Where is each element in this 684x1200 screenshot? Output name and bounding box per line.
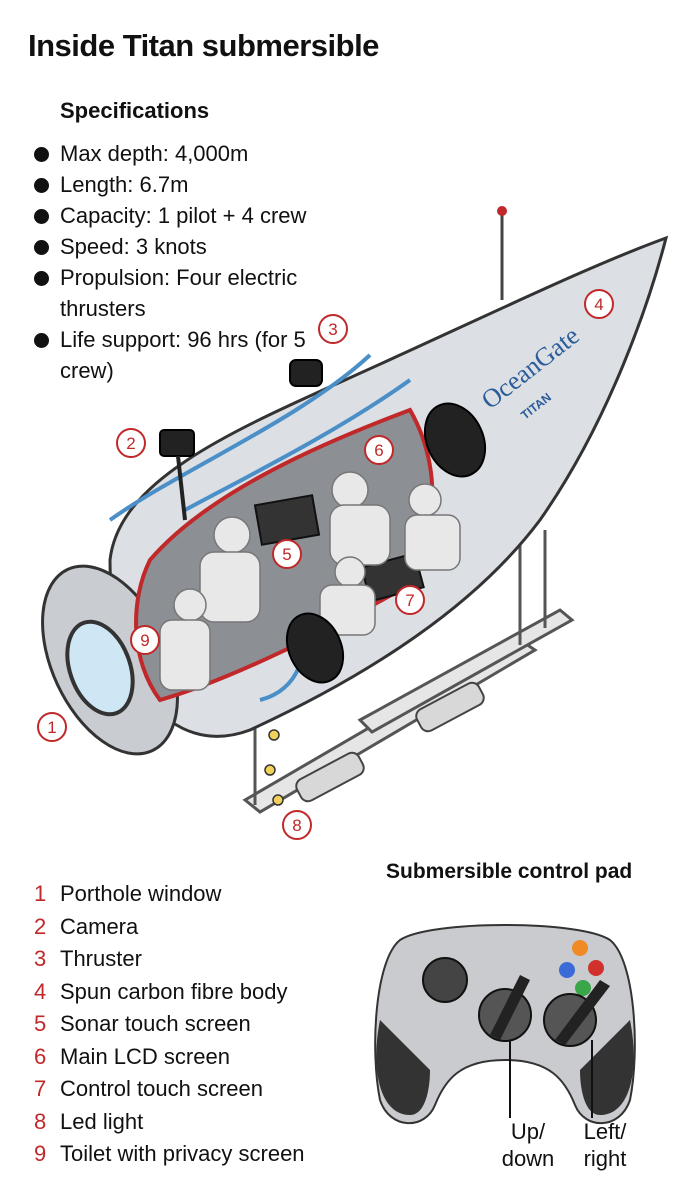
spec-item: Propulsion: Four electric thrusters bbox=[34, 262, 370, 324]
svg-text:2: 2 bbox=[126, 434, 135, 453]
svg-text:8: 8 bbox=[292, 816, 301, 835]
spec-item: Speed: 3 knots bbox=[34, 231, 364, 262]
skid-weights bbox=[295, 681, 485, 803]
svg-text:3: 3 bbox=[328, 320, 337, 339]
callout-7: 7 bbox=[395, 585, 425, 615]
callout-8: 8 bbox=[282, 810, 312, 840]
svg-text:9: 9 bbox=[140, 631, 149, 650]
spec-item: Max depth: 4,000m bbox=[34, 138, 364, 169]
gamepad-grip-right bbox=[580, 1020, 634, 1115]
left-right-label: Left/ right bbox=[583, 1119, 627, 1171]
callout-2: 2 bbox=[116, 428, 146, 458]
callout-1: 1 bbox=[37, 712, 67, 742]
submersible-diagram: OceanGate TITAN 1 2 3 4 5 6 7 8 9 bbox=[37, 206, 669, 840]
spec-item: Capacity: 1 pilot + 4 crew bbox=[34, 200, 364, 231]
specifications-heading: Specifications bbox=[60, 98, 210, 123]
dpad-icon bbox=[422, 957, 468, 1003]
page-title: Inside Titan submersible bbox=[28, 28, 379, 63]
bullet-icon bbox=[34, 271, 49, 286]
thruster-units bbox=[285, 359, 487, 684]
control-pad-heading: Submersible control pad bbox=[386, 860, 633, 883]
crew-figures bbox=[159, 471, 461, 691]
spec-item: Life support: 96 hrs (for 5 crew) bbox=[34, 324, 320, 386]
specifications-list: Max depth: 4,000m Length: 6.7m Capacity:… bbox=[34, 138, 364, 386]
callout-3: 3 bbox=[318, 314, 348, 344]
svg-text:5: 5 bbox=[282, 545, 291, 564]
button-green-icon bbox=[575, 980, 591, 996]
button-red-icon bbox=[588, 960, 604, 976]
led-lights bbox=[264, 729, 284, 806]
callout-4: 4 bbox=[584, 289, 614, 319]
callout-5: 5 bbox=[272, 539, 302, 569]
bullet-icon bbox=[34, 209, 49, 224]
left-stick-shaft bbox=[490, 975, 530, 1040]
button-blue-icon bbox=[559, 962, 575, 978]
callout-9: 9 bbox=[130, 625, 160, 655]
spec-item: Length: 6.7m bbox=[34, 169, 364, 200]
gamepad-grip-left bbox=[376, 1020, 430, 1115]
button-orange-icon bbox=[572, 940, 588, 956]
up-down-label: Up/ down bbox=[501, 1119, 555, 1171]
bullet-icon bbox=[34, 240, 49, 255]
bullet-icon bbox=[34, 147, 49, 162]
camera-mount bbox=[176, 455, 187, 521]
bullet-icon bbox=[34, 178, 49, 193]
right-stick-shaft bbox=[555, 980, 610, 1045]
sonar-screen bbox=[253, 494, 321, 546]
svg-text:4: 4 bbox=[594, 295, 603, 314]
antenna-light bbox=[497, 206, 507, 216]
bullet-icon bbox=[34, 333, 49, 348]
svg-text:7: 7 bbox=[405, 591, 414, 610]
svg-text:1: 1 bbox=[47, 718, 56, 737]
camera-unit bbox=[159, 429, 195, 457]
gamepad-illustration bbox=[374, 924, 636, 1125]
porthole-window bbox=[65, 619, 135, 717]
callout-6: 6 bbox=[364, 435, 394, 465]
svg-text:6: 6 bbox=[374, 441, 383, 460]
